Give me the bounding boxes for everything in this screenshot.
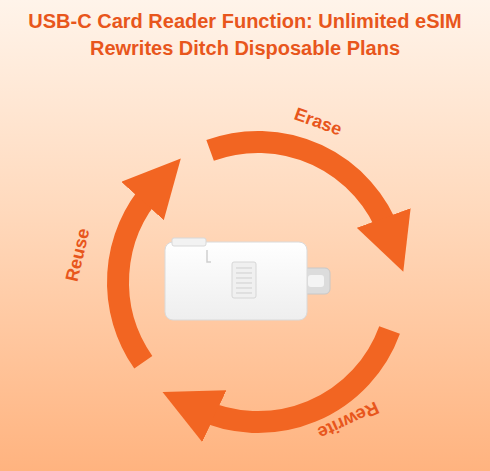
cycle-arc (210, 142, 390, 234)
cycle-label: Reuse (62, 226, 95, 283)
cycle-label: Erase (291, 104, 344, 141)
title: USB-C Card Reader Function: Unlimited eS… (15, 8, 475, 62)
card-reader (165, 238, 330, 320)
cycle-arc (118, 188, 154, 362)
